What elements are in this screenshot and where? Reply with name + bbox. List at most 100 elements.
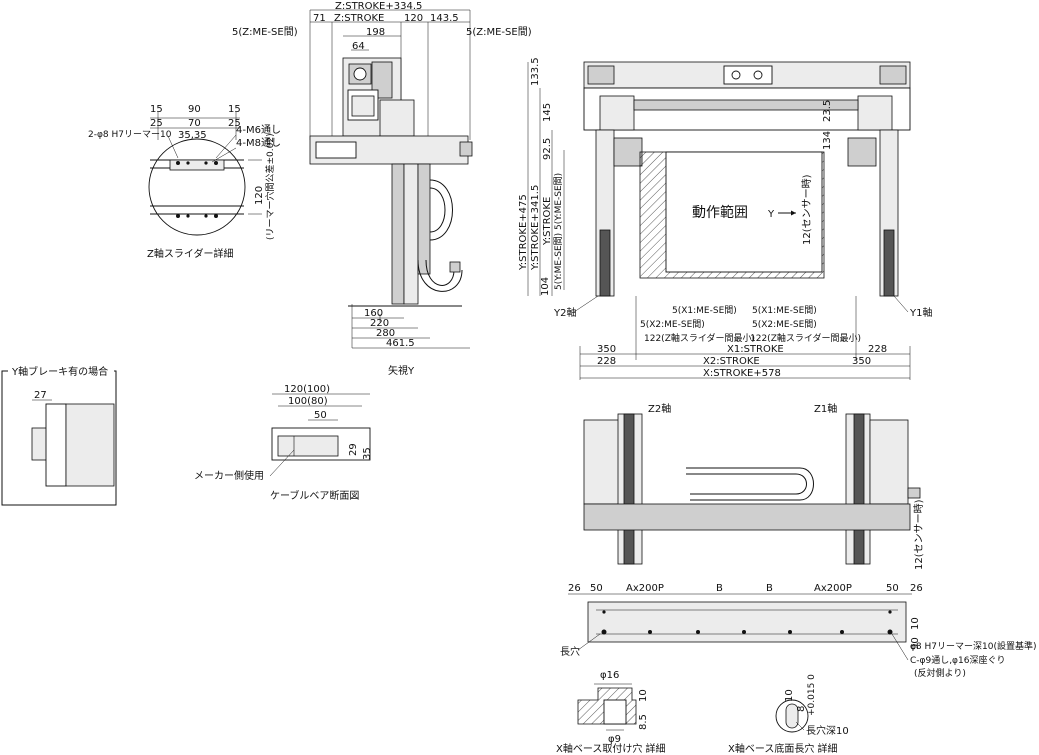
cable-d100: 100(80) <box>288 396 328 407</box>
dim-23: 23.5 <box>822 100 833 122</box>
front-view: Z2軸 Z1軸 12(センサー時) <box>583 402 925 570</box>
slider-detail-title: Z軸スライダー詳細 <box>147 247 233 260</box>
hole-detail-title: X軸ベース取付け穴 詳細 <box>556 742 666 755</box>
min-right: 122(Z軸スライダー間最小) <box>750 332 861 344</box>
x1-mese-right: 5(X1:ME-SE間) <box>752 305 817 316</box>
slot-tol: +0.015 0 <box>807 674 817 716</box>
tolerance-note: (リーマー穴間公差±0.02) <box>264 133 276 240</box>
x2-mese-right: 5(X2:ME-SE間) <box>752 319 817 330</box>
dim-z-stroke: Z:STROKE <box>334 13 384 24</box>
base-d50-right: 50 <box>886 583 899 594</box>
dim-198: 198 <box>366 27 385 38</box>
base-d26-right: 26 <box>910 583 923 594</box>
m8-note: 4-M8通し <box>236 137 281 149</box>
x-base-view: 26 50 Ax200P B B Ax200P 50 26 長穴 10 90 φ… <box>560 583 1037 679</box>
slot-label: 長穴 <box>560 645 580 658</box>
dim-143: 143.5 <box>430 13 459 24</box>
slot-depth: 長穴深10 <box>806 724 849 737</box>
hole-d85: 8.5 <box>638 714 649 730</box>
cbore-note: C-φ9通し,φ16深座ぐり <box>910 654 1005 666</box>
z-rail-1 <box>391 163 405 305</box>
dim-25a: 25 <box>150 118 163 129</box>
dim-15b: 15 <box>228 104 241 115</box>
x1-stroke: X1:STROKE <box>727 344 784 355</box>
base-d26-left: 26 <box>568 583 581 594</box>
dim-350-right: 350 <box>852 356 871 367</box>
z2-axis-label: Z2軸 <box>648 402 671 415</box>
dim-120-top: 120 <box>404 13 423 24</box>
min-left: 122(Z軸スライダー間最小) <box>644 332 755 344</box>
z-slider-detail: 15 90 15 25 70 25 35,35 2-φ8 H7リーマー10 4-… <box>88 104 281 260</box>
dim-71: 71 <box>313 13 326 24</box>
me-se-left: 5(Z:ME-SE間) <box>232 26 298 38</box>
z-rail-2 <box>403 163 419 305</box>
reamer-base-note: φ8 H7リーマー深10(設置基準) <box>910 640 1037 652</box>
hole-detail: φ16 φ9 10 8.5 X軸ベース取付け穴 詳細 <box>556 670 666 755</box>
dim-133: 133.5 <box>530 57 541 86</box>
base-d50-left: 50 <box>590 583 603 594</box>
cable-bear-section: 120(100) 100(80) 50 29 35 メーカー側使用 ケーブルベア… <box>194 384 373 502</box>
x-beam-front <box>583 503 911 531</box>
m6-note: 4-M6通し <box>236 124 281 136</box>
base-d90: 90 <box>910 637 921 650</box>
cable-d50: 50 <box>314 410 327 421</box>
x-base-plate <box>587 601 907 643</box>
dim-145: 145 <box>542 103 553 122</box>
y-arrow-label: Y <box>767 209 775 220</box>
x1-mese-left: 5(X1:ME-SE間) <box>672 305 737 316</box>
me-se-right: 5(Z:ME-SE間) <box>466 26 532 38</box>
base-a200-left: Ax200P <box>626 583 664 594</box>
cbore-note-2: (反対側より) <box>914 667 966 679</box>
cable-section-title: ケーブルベア断面図 <box>270 489 359 502</box>
dim-27: 27 <box>34 390 47 401</box>
sensor-label-front: 12(センサー時) <box>913 499 925 570</box>
slot-d10: 10 <box>784 689 795 702</box>
dim-350-left: 350 <box>597 344 616 355</box>
dim-y-mese-a: 5(Y:ME-SE間) <box>553 173 564 230</box>
dim-120: 120 <box>254 186 265 205</box>
dim-y-stroke: Y:STROKE <box>542 197 553 246</box>
hole-d10: 10 <box>638 689 649 702</box>
dim-280: 280 <box>376 328 395 339</box>
bottom-slot-detail: 10 8 +0.015 0 長穴深10 X軸ベース底面長穴 詳細 <box>728 674 849 755</box>
slider-detail-circle <box>148 138 246 236</box>
dim-15a: 15 <box>150 104 163 115</box>
dim-z-stroke-334: Z:STROKE+334.5 <box>335 1 422 12</box>
side-view-y: 160 220 280 461.5 矢視Y <box>309 57 473 377</box>
dim-3535: 35,35 <box>178 130 207 141</box>
top-dimensions: Z:STROKE+334.5 71 Z:STROKE 120 143.5 5(Z… <box>232 1 532 140</box>
hole-d9: φ9 <box>608 734 621 745</box>
cable-d35: 35 <box>362 447 373 460</box>
x2-stroke: X2:STROKE <box>703 356 760 367</box>
z1-axis-label: Z1軸 <box>814 402 837 415</box>
dim-160: 160 <box>364 308 383 319</box>
y-brake-box: Y軸ブレーキ有の場合 27 <box>1 365 117 506</box>
base-a200-right: Ax200P <box>814 583 852 594</box>
cable-d29: 29 <box>348 443 359 456</box>
dim-228-right: 228 <box>868 344 887 355</box>
operating-range-label: 動作範囲 <box>692 204 748 221</box>
dim-228-left: 228 <box>597 356 616 367</box>
dim-134: 134 <box>822 131 833 150</box>
brake-box-title: Y軸ブレーキ有の場合 <box>11 365 108 378</box>
sensor-label-main: 12(センサー時) <box>801 174 813 245</box>
base-b2: B <box>766 583 773 594</box>
dim-25b: 25 <box>228 118 241 129</box>
side-view-title: 矢視Y <box>388 364 415 377</box>
dim-90: 90 <box>188 104 201 115</box>
hole-d16: φ16 <box>600 670 619 681</box>
base-d10: 10 <box>910 617 921 630</box>
slot-d8: 8 <box>796 706 807 712</box>
dim-92: 92.5 <box>542 138 553 160</box>
base-b1: B <box>716 583 723 594</box>
dim-70: 70 <box>188 118 201 129</box>
maker-use-label: メーカー側使用 <box>194 469 264 482</box>
y1-axis-label: Y1軸 <box>909 306 932 319</box>
cable-d120: 120(100) <box>284 384 330 395</box>
y2-axis-label: Y2軸 <box>553 306 576 319</box>
dim-220: 220 <box>370 318 389 329</box>
x2-mese-left: 5(X2:ME-SE間) <box>640 319 705 330</box>
x-stroke-578: X:STROKE+578 <box>703 368 781 379</box>
